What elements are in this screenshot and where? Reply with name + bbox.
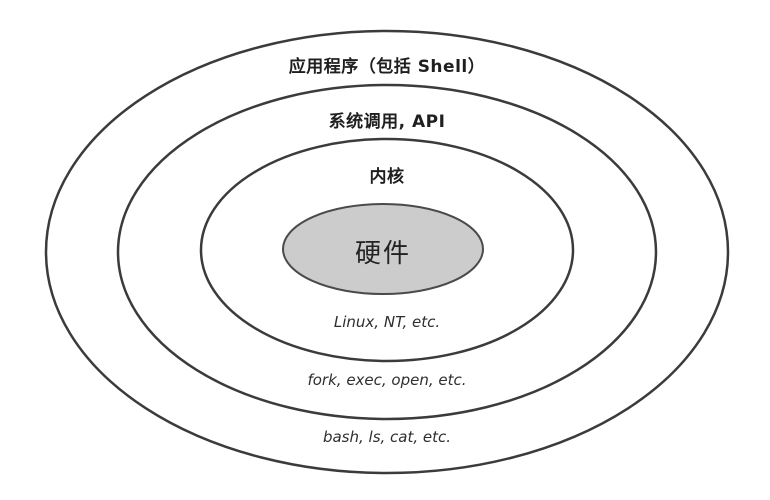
layer-title-kernel: 内核	[369, 167, 405, 187]
layer-examples-system-calls: fork, exec, open, etc.	[307, 371, 467, 389]
ring-system-calls	[116, 83, 658, 421]
layer-examples-applications: bash, ls, cat, etc.	[322, 428, 452, 446]
ring-applications	[44, 29, 730, 475]
layer-examples-kernel: Linux, NT, etc.	[333, 313, 441, 331]
layer-title-hardware: 硬件	[354, 239, 412, 269]
layer-title-applications: 应用程序（包括 Shell）	[288, 57, 486, 77]
hardware-ellipse	[282, 203, 484, 295]
ring-kernel	[199, 137, 575, 363]
layer-title-system-calls: 系统调用, API	[328, 112, 446, 132]
